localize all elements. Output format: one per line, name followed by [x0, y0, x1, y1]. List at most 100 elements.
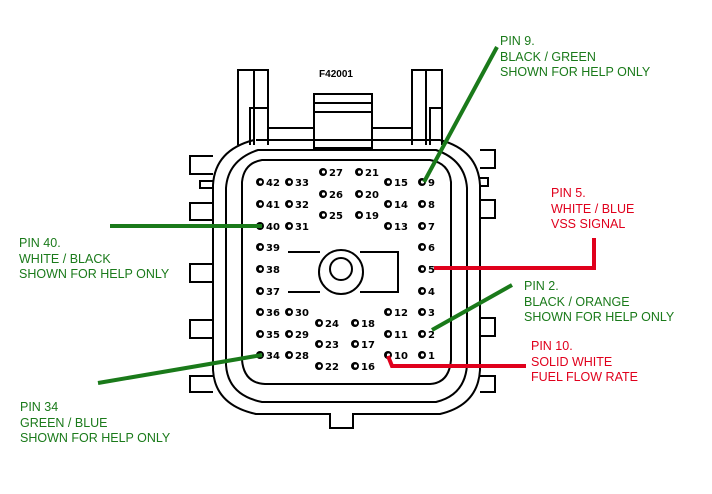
pin-7: 7 — [418, 222, 435, 233]
pin-number-label: 36 — [266, 308, 280, 319]
pin-4: 4 — [418, 287, 435, 298]
pin-number-label: 1 — [428, 351, 435, 362]
pin-number-label: 18 — [361, 319, 375, 330]
pin-number-label: 17 — [361, 340, 375, 351]
callout-pin5-color: WHITE / BLUE — [551, 201, 635, 216]
callout-pin10-color: SOLID WHITE — [531, 354, 613, 369]
pin-14: 14 — [384, 200, 408, 211]
pin-number-label: 23 — [325, 340, 339, 351]
pin-number-label: 31 — [295, 222, 309, 233]
pin-number-label: 9 — [428, 178, 435, 189]
callout-pin10: PIN 10. SOLID WHITE FUEL FLOW RATE — [531, 339, 638, 386]
pin-15: 15 — [384, 178, 408, 189]
pin-number-label: 35 — [266, 330, 280, 341]
pin-number-label: 41 — [266, 200, 280, 211]
callout-pin5: PIN 5. WHITE / BLUE VSS SIGNAL — [551, 186, 634, 233]
pin-12: 12 — [384, 308, 408, 319]
pin-number-label: 24 — [325, 319, 339, 330]
pin-number-label: 40 — [266, 222, 280, 233]
pin-number-label: 13 — [394, 222, 408, 233]
callout-pin2-note: SHOWN FOR HELP ONLY — [524, 310, 675, 324]
pin-number-label: 30 — [295, 308, 309, 319]
pin-number-label: 28 — [295, 351, 309, 362]
callout-pin34-title: PIN 34 — [20, 400, 59, 414]
pin-number-label: 20 — [365, 190, 379, 201]
callout-pin40-color: WHITE / BLACK — [19, 251, 111, 266]
callout-pin2-color: BLACK / ORANGE — [524, 294, 630, 309]
pin-3: 3 — [418, 308, 435, 319]
pin-20: 20 — [355, 190, 379, 201]
pin-number-label: 16 — [361, 362, 375, 373]
pin-11: 11 — [384, 330, 408, 341]
pin-number-label: 5 — [428, 265, 435, 276]
pin-number-label: 19 — [365, 211, 379, 222]
pin-number-label: 37 — [266, 287, 280, 298]
callout-pin40: PIN 40. WHITE / BLACK SHOWN FOR HELP ONL… — [19, 236, 169, 283]
callout-pin9-title: PIN 9. — [500, 34, 535, 48]
callout-pin34-color: GREEN / BLUE — [20, 415, 108, 430]
pin-number-label: 38 — [266, 265, 280, 276]
pin-16: 16 — [351, 362, 375, 373]
pin-6: 6 — [418, 243, 435, 254]
pin-number-label: 2 — [428, 330, 435, 341]
pin-37: 37 — [256, 287, 280, 298]
leader-line-pin10 — [386, 355, 526, 368]
pin-number-label: 10 — [394, 351, 408, 362]
pin-number-label: 4 — [428, 287, 435, 298]
callout-pin9-color: BLACK / GREEN — [500, 49, 596, 64]
pin-25: 25 — [319, 211, 343, 222]
pin-number-label: 26 — [329, 190, 343, 201]
callout-pin10-title: PIN 10. — [531, 339, 573, 353]
pin-13: 13 — [384, 222, 408, 233]
pin-number-label: 27 — [329, 168, 343, 179]
pin-number-label: 12 — [394, 308, 408, 319]
callout-pin2: PIN 2. BLACK / ORANGE SHOWN FOR HELP ONL… — [524, 279, 674, 326]
pin-33: 33 — [285, 178, 309, 189]
pin-number-label: 32 — [295, 200, 309, 211]
pin-number-label: 39 — [266, 243, 280, 254]
pin-number-label: 3 — [428, 308, 435, 319]
leader-line-pin2 — [431, 283, 513, 332]
pin-number-label: 33 — [295, 178, 309, 189]
callout-pin40-note: SHOWN FOR HELP ONLY — [19, 267, 170, 281]
pin-28: 28 — [285, 351, 309, 362]
pin-21: 21 — [355, 168, 379, 179]
pin-35: 35 — [256, 330, 280, 341]
connector-housing — [189, 69, 496, 429]
pin-32: 32 — [285, 200, 309, 211]
pin-30: 30 — [285, 308, 309, 319]
pin-42: 42 — [256, 178, 280, 189]
leader-line-pin5 — [434, 238, 596, 270]
pin-39: 39 — [256, 243, 280, 254]
pin-29: 29 — [285, 330, 309, 341]
callout-pin34: PIN 34 GREEN / BLUE SHOWN FOR HELP ONLY — [20, 400, 170, 447]
pin-22: 22 — [315, 362, 339, 373]
callout-pin2-title: PIN 2. — [524, 279, 559, 293]
pin-number-label: 7 — [428, 222, 435, 233]
callout-pin40-title: PIN 40. — [19, 236, 61, 250]
pin-number-label: 6 — [428, 243, 435, 254]
leader-line-pin34 — [97, 353, 263, 385]
pin-number-label: 29 — [295, 330, 309, 341]
pin-36: 36 — [256, 308, 280, 319]
pin-number-label: 15 — [394, 178, 408, 189]
callout-pin9: PIN 9. BLACK / GREEN SHOWN FOR HELP ONLY — [500, 34, 650, 81]
pin-27: 27 — [319, 168, 343, 179]
pin-23: 23 — [315, 340, 339, 351]
callout-pin5-note: VSS SIGNAL — [551, 217, 626, 231]
pin-2: 2 — [418, 330, 435, 341]
pin-17: 17 — [351, 340, 375, 351]
pin-number-label: 25 — [329, 211, 343, 222]
pin-8: 8 — [418, 200, 435, 211]
callout-pin10-note: FUEL FLOW RATE — [531, 370, 638, 384]
pin-31: 31 — [285, 222, 309, 233]
pin-number-label: 14 — [394, 200, 408, 211]
pin-41: 41 — [256, 200, 280, 211]
pin-number-label: 42 — [266, 178, 280, 189]
connector-id-label: F42001 — [319, 69, 353, 80]
pin-38: 38 — [256, 265, 280, 276]
pin-26: 26 — [319, 190, 343, 201]
